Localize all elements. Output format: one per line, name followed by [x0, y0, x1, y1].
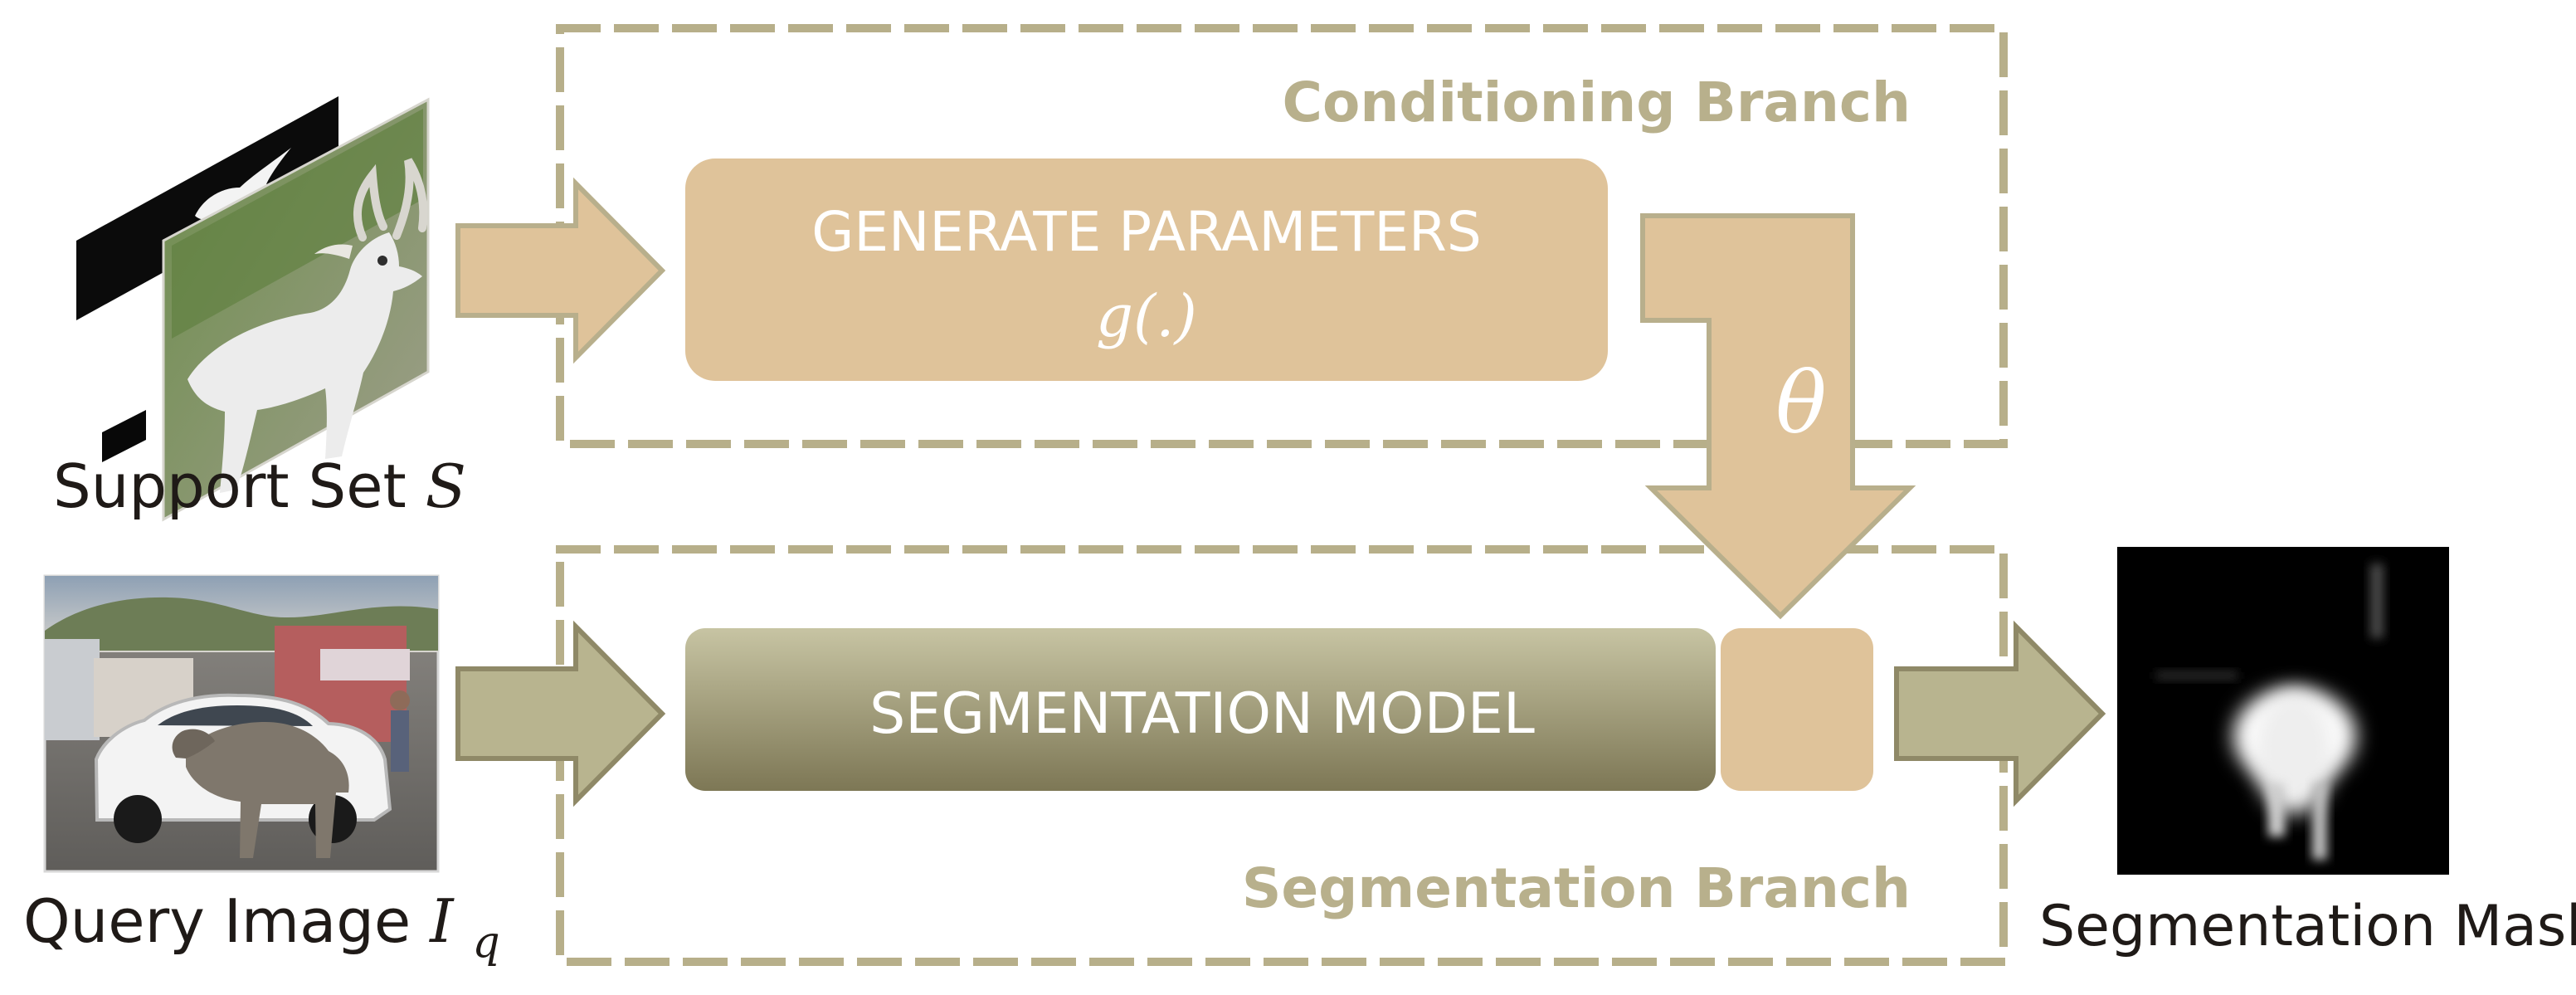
query-cow-body: [186, 722, 349, 858]
query-person-body: [391, 710, 409, 772]
support-mask-silhouette: [195, 148, 314, 221]
generate-parameters-math: g(.): [1096, 282, 1197, 350]
mask-horizontal-streak: [2156, 671, 2238, 680]
conditioning-branch-label: Conditioning Branch: [1283, 71, 1911, 134]
support-set-label: Support Set S: [53, 451, 466, 521]
generate-parameters-box: [685, 159, 1608, 381]
segmentation-model-label: SEGMENTATION MODEL: [869, 681, 1535, 747]
generate-parameters-label: GENERATE PARAMETERS: [811, 200, 1482, 264]
support-set-images: [76, 96, 430, 522]
query-image-text: Query Image: [23, 886, 430, 956]
query-image: [43, 574, 440, 873]
query-building-signboard: [320, 649, 410, 680]
mask-leg-right: [2312, 783, 2327, 860]
support-goat-horn-right: [392, 158, 428, 240]
support-set-symbol: S: [426, 451, 466, 521]
support-goat-body: [187, 232, 422, 493]
theta-down-arrow: [1640, 213, 1916, 620]
segmentation-to-mask-arrow: [1894, 620, 2106, 807]
support-set-text: Support Set: [53, 451, 426, 521]
support-goat-eye: [377, 256, 387, 266]
segmentation-branch-label: Segmentation Branch: [1242, 856, 1911, 920]
support-small-black-mark: [102, 410, 146, 462]
query-image-label: Query Image I q: [23, 886, 500, 968]
theta-symbol: θ: [1775, 354, 1826, 453]
query-person-head: [390, 690, 410, 710]
query-image-symbol: I: [428, 886, 455, 956]
support-goat-ear: [314, 244, 353, 259]
support-to-conditioning-arrow: [455, 177, 666, 364]
support-goat-horn-left: [353, 163, 387, 241]
segmentation-mask-image: [2117, 547, 2449, 875]
query-car-window: [158, 705, 313, 726]
support-photo-background: [172, 109, 423, 339]
query-car-wheel-left: [114, 795, 162, 843]
segmentation-model-box: [685, 628, 1716, 791]
query-image-subscript: q: [472, 918, 499, 968]
segmentation-mask-label: Segmentation Mask: [2039, 894, 2576, 959]
query-cow-head: [172, 729, 215, 758]
mask-vertical-streak: [2370, 563, 2384, 638]
parameter-slot-box: [1721, 628, 1873, 791]
mask-leg-left: [2268, 783, 2285, 836]
query-to-segmentation-arrow: [455, 620, 666, 807]
query-building-left: [45, 639, 100, 740]
